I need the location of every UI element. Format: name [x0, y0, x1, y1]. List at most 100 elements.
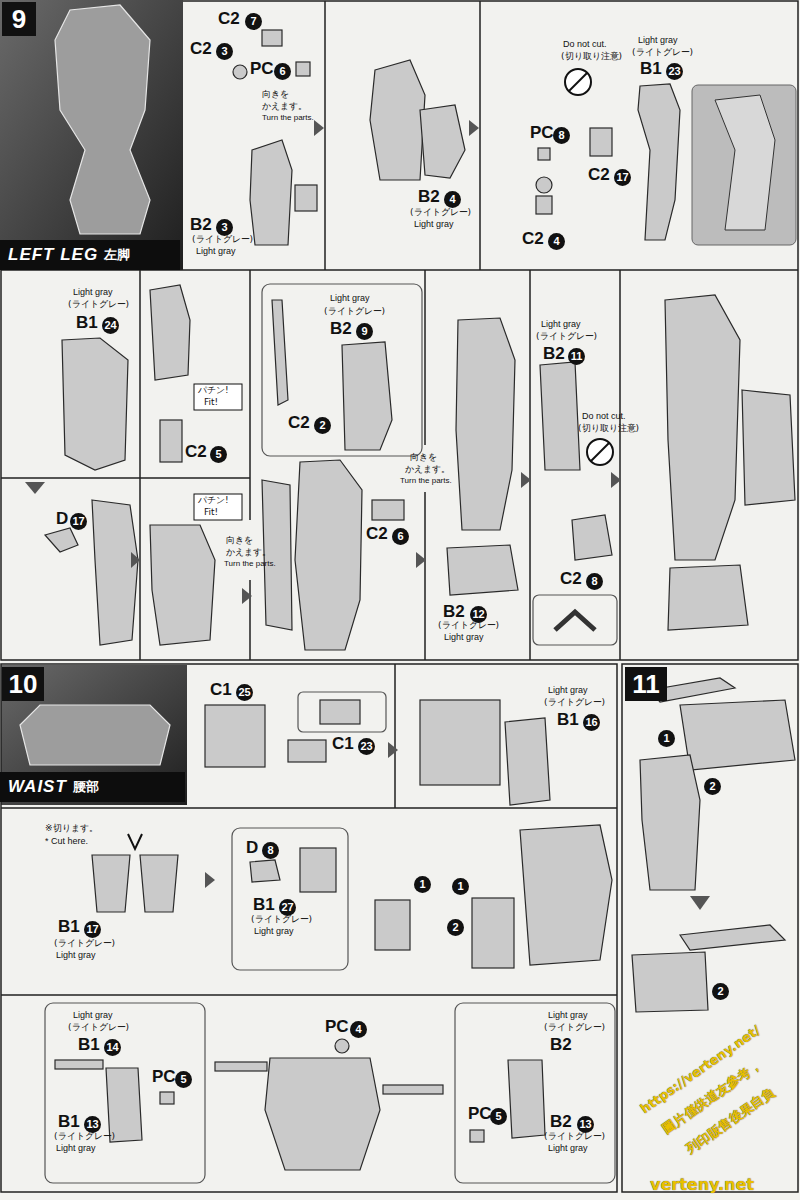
color-note: Light gray	[73, 1011, 113, 1021]
detail-inset	[298, 692, 386, 732]
callout-number: 4	[350, 1021, 367, 1038]
color-note: (ライトグレー)	[324, 307, 385, 317]
callout-number: 3	[216, 219, 233, 236]
color-note: (切り取り注意)	[578, 424, 639, 434]
step-number: 11	[632, 669, 660, 700]
part-letter: C1	[332, 735, 354, 754]
note-text: パチン!	[198, 386, 229, 396]
part-letter: B2	[330, 320, 352, 339]
part-letter: C2	[366, 525, 388, 544]
part-letter: B1	[78, 1036, 100, 1055]
part-drawing	[638, 84, 680, 240]
part-drawing	[447, 545, 518, 595]
part-drawing	[295, 185, 317, 211]
part-drawing	[300, 848, 336, 892]
color-note: * Cut here.	[45, 837, 88, 847]
step-number-box: 11	[625, 667, 667, 701]
color-note: (ライトグレー)	[54, 939, 115, 949]
part-drawing	[342, 342, 392, 450]
detail-inset	[533, 595, 617, 645]
flow-arrow	[690, 896, 710, 910]
color-note: Do not cut.	[582, 412, 626, 422]
part-letter: B2	[418, 188, 440, 207]
part-drawing	[742, 390, 795, 505]
no-cut-symbol	[587, 439, 613, 465]
part-drawing	[262, 30, 282, 46]
detail-inset	[455, 1003, 615, 1183]
part-letter: C2	[190, 40, 212, 59]
callout-number: 5	[175, 1071, 192, 1088]
part-drawing	[505, 718, 550, 805]
color-note: Light gray	[330, 294, 370, 304]
note-text: Turn the parts.	[262, 114, 314, 123]
part-letter: B2	[550, 1113, 572, 1132]
color-note: Light gray	[254, 927, 294, 937]
part-drawing	[335, 1039, 349, 1053]
callout-number: 24	[102, 317, 119, 334]
callout-number: 2	[704, 778, 721, 795]
color-note: (ライトグレー)	[632, 48, 693, 58]
color-note: Light gray	[548, 686, 588, 696]
part-letter: C2	[185, 443, 207, 462]
note-text: かえます。	[226, 548, 271, 558]
part-drawing	[680, 925, 785, 950]
callout-number: 23	[358, 738, 375, 755]
part-letter: B1	[640, 60, 662, 79]
color-note: (ライトグレー)	[438, 621, 499, 631]
part-drawing	[160, 420, 182, 462]
color-note: Light gray	[56, 951, 96, 961]
part-drawing	[375, 900, 410, 950]
callout-number: 6	[274, 63, 291, 80]
part-letter: C2	[522, 230, 544, 249]
part-letter: B2	[550, 1036, 572, 1055]
part-drawing	[55, 1060, 103, 1069]
flow-arrow	[25, 482, 45, 494]
color-note: (ライトグレー)	[536, 332, 597, 342]
callout-number: 25	[236, 684, 253, 701]
section-banner: LEFT LEG 左脚	[0, 240, 180, 270]
part-drawing	[250, 140, 292, 245]
detail-inset	[232, 828, 348, 970]
step-image	[0, 0, 183, 270]
color-note: Light gray	[196, 247, 236, 257]
color-note: (ライトグレー)	[544, 1132, 605, 1142]
part-letter: B2	[443, 603, 465, 622]
color-note: Light gray	[548, 1011, 588, 1021]
section-name: LEFT LEG	[8, 245, 98, 265]
flow-arrow	[469, 120, 479, 136]
callout-number: 2	[314, 417, 331, 434]
part-drawing	[420, 700, 500, 785]
callout-number: 8	[586, 573, 603, 590]
part-drawing	[640, 755, 700, 890]
part-letter: B2	[543, 345, 565, 364]
color-note: Light gray	[414, 220, 454, 230]
step-image	[1, 665, 187, 805]
callout-number: 4	[444, 191, 461, 208]
part-drawing	[92, 500, 138, 645]
note-text: かえます。	[262, 102, 307, 112]
callout-number: 1	[414, 876, 431, 893]
leg-figure	[55, 5, 150, 234]
part-letter: C2	[218, 10, 240, 29]
part-drawing	[536, 196, 552, 214]
part-drawing	[420, 105, 465, 178]
section-banner: WAIST腰部	[0, 772, 185, 802]
step-number: 10	[9, 669, 38, 700]
part-letter: PC	[325, 1018, 349, 1037]
note-text: Turn the parts.	[400, 477, 452, 486]
color-note: Do not cut.	[563, 40, 607, 50]
part-drawing	[536, 177, 552, 193]
callout-number: 1	[452, 878, 469, 895]
callout-number: 2	[712, 983, 729, 1000]
color-note: (ライトグレー)	[544, 1023, 605, 1033]
section-name: 左脚	[104, 246, 130, 264]
watermark: 列印販售後果自負	[684, 1085, 777, 1156]
cut-symbol	[128, 834, 142, 849]
color-note: (ライトグレー)	[410, 208, 471, 218]
part-letter: B1	[58, 1113, 80, 1132]
part-letter: B1	[58, 918, 80, 937]
detail-inset	[45, 1003, 205, 1183]
part-letter: C2	[588, 166, 610, 185]
note-text: パチン!	[198, 496, 229, 506]
callout-number: 17	[614, 169, 631, 186]
